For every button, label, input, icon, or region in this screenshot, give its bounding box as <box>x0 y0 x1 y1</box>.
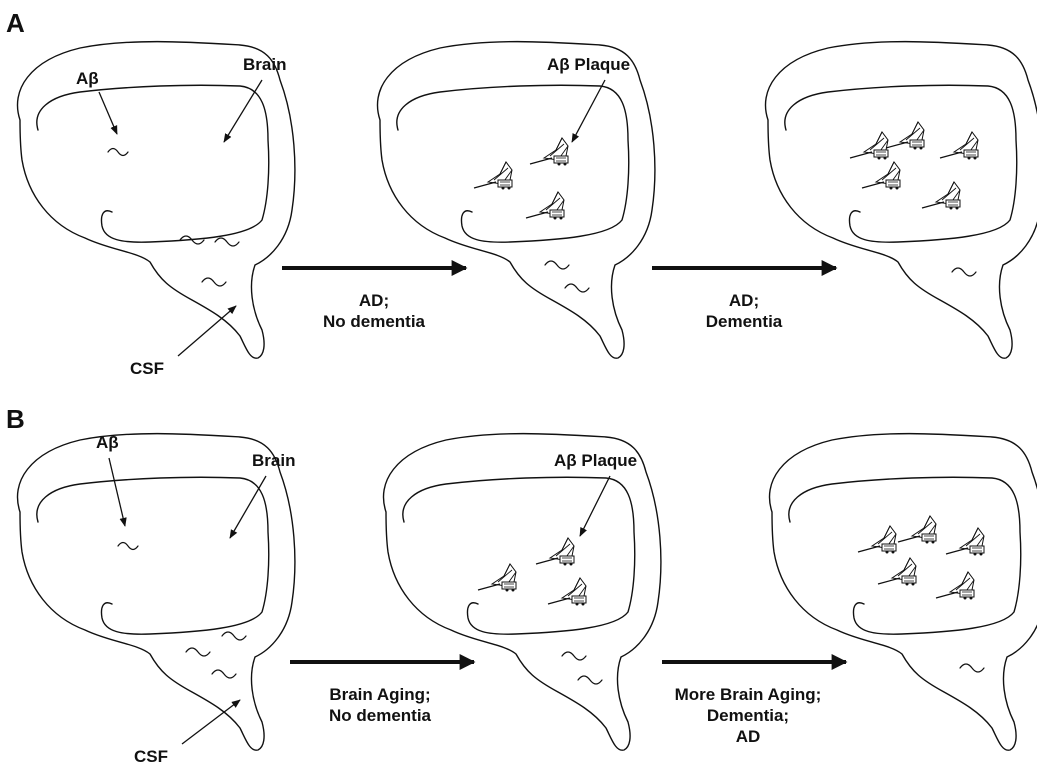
transition-label-line1: More Brain Aging; <box>675 685 822 704</box>
brain-normal: Aβ Brain CSF <box>18 42 295 378</box>
transition-label-line2: Dementia; <box>707 706 789 725</box>
csf-label: CSF <box>134 747 168 766</box>
brain-many-plaques <box>766 42 1037 359</box>
transition-label-line1: AD; <box>359 291 389 310</box>
abeta-label: Aβ <box>96 433 119 452</box>
panel-a: A Aβ Brain CSF AD; No dementia A <box>6 8 1037 378</box>
transition-label-line1: AD; <box>729 291 759 310</box>
panel-letter: A <box>6 8 25 38</box>
plaque-label: Aβ Plaque <box>554 451 637 470</box>
transition-label-line2: Dementia <box>706 312 783 331</box>
abeta-monomer <box>108 149 128 156</box>
transition-label-line2: No dementia <box>323 312 426 331</box>
csf-label: CSF <box>130 359 164 378</box>
abeta-label: Aβ <box>76 69 99 88</box>
transition-label-line1: Brain Aging; <box>329 685 430 704</box>
brain-some-plaques: Aβ Plaque <box>378 42 655 359</box>
plaque-label: Aβ Plaque <box>547 55 630 74</box>
brain-label: Brain <box>252 451 295 470</box>
transition-label-line3: AD <box>736 727 761 746</box>
brain-normal: Aβ Brain CSF <box>18 433 296 766</box>
panel-b: B Aβ Brain CSF Brain Aging; No dementia <box>6 404 1037 766</box>
transition-label-line2: No dementia <box>329 706 432 725</box>
abeta-monomer <box>118 543 138 550</box>
panel-letter: B <box>6 404 25 434</box>
brain-label: Brain <box>243 55 286 74</box>
